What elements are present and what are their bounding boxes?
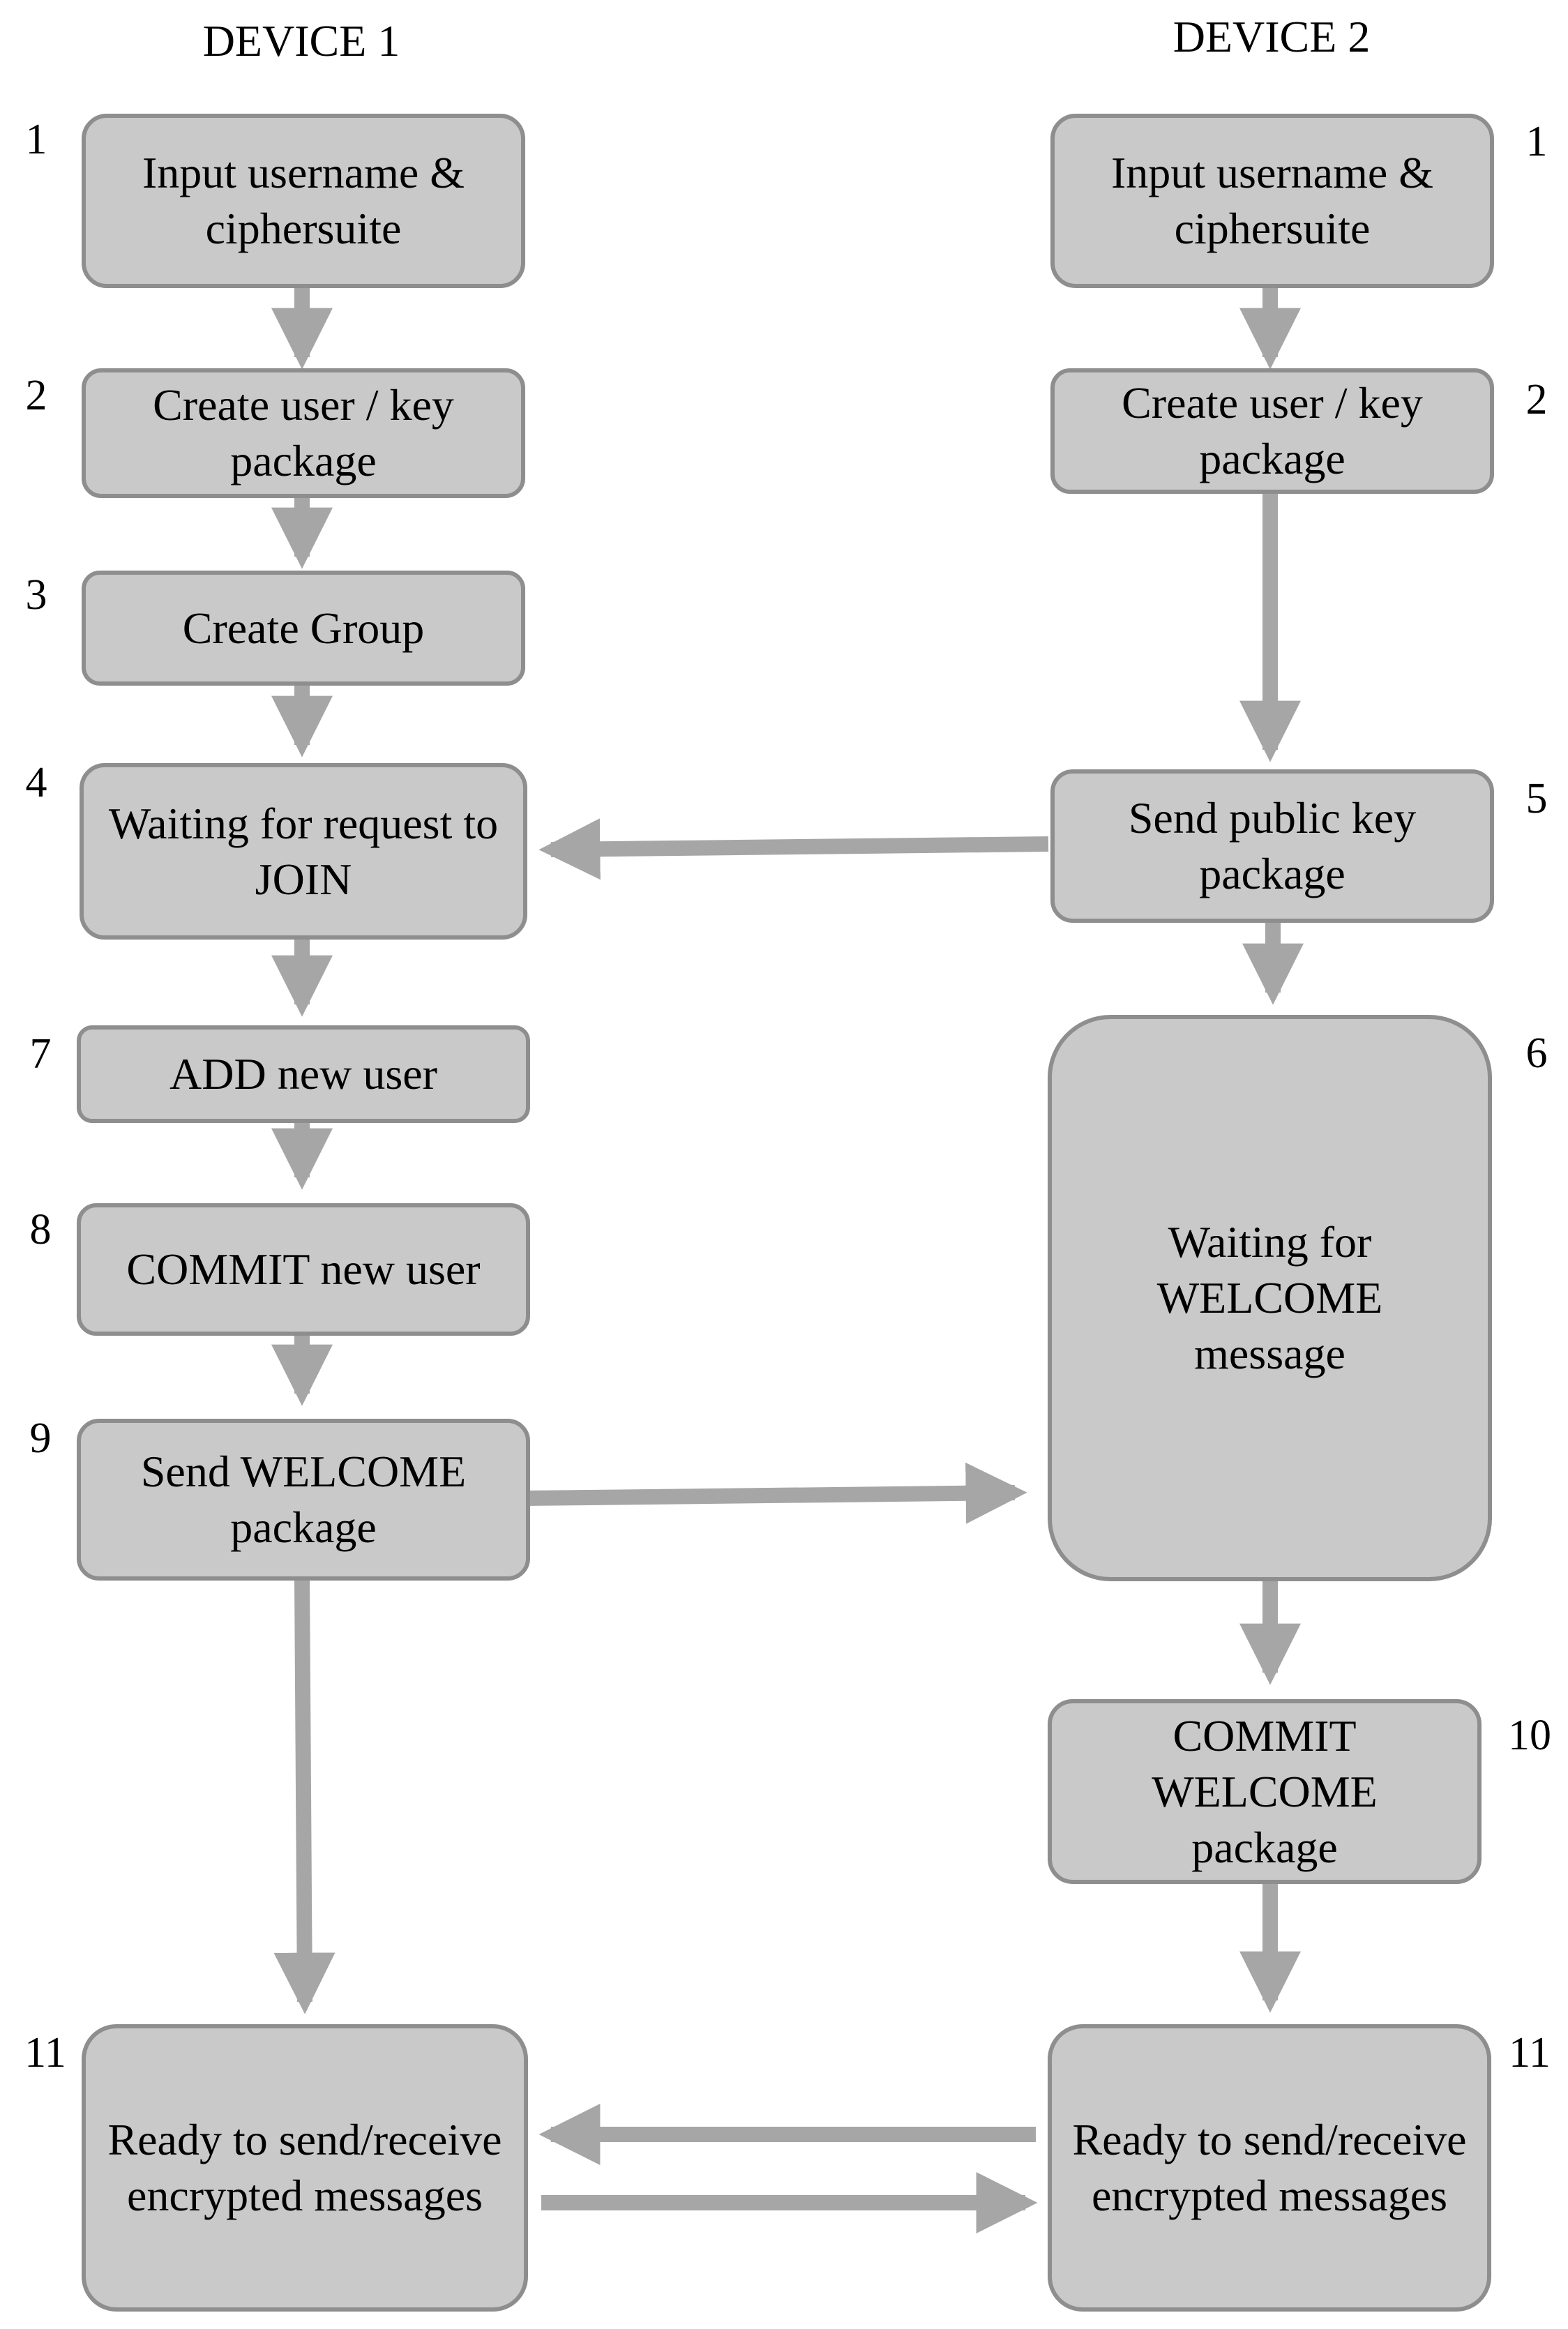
d1-waiting-join-box: Waiting for request to JOIN [80, 763, 527, 940]
d2-step-number: 6 [1525, 1030, 1548, 1077]
d2-create-user-box: Create user / key package [1050, 368, 1494, 494]
d1-step-number: 4 [25, 759, 47, 806]
d1-create-user-box: Create user / key package [82, 368, 525, 498]
d2-input-username-box: Input username & ciphersuite [1050, 114, 1494, 288]
d2-waiting-welcome-box: Waiting for WELCOME message [1048, 1015, 1492, 1581]
d2-send-public-key-box: Send public key package [1050, 769, 1494, 923]
d1-step-number: 9 [29, 1415, 52, 1462]
d1-send-welcome-label: Send WELCOME package [140, 1447, 467, 1552]
d1-step-number: 11 [24, 2029, 66, 2076]
device-2-title: DEVICE 2 [1173, 12, 1371, 61]
d1-create-user-label: Create user / key package [153, 380, 454, 485]
d2-step-number: 10 [1508, 1712, 1551, 1759]
d1-waiting-join-label: Waiting for request to JOIN [108, 798, 499, 904]
d2-commit-welcome-box: COMMIT WELCOME package [1048, 1699, 1482, 1884]
arrow-d1-9-to-11 [273, 1579, 336, 2014]
d1-send-welcome-box: Send WELCOME package [77, 1419, 530, 1581]
d2-send-public-key-label: Send public key package [1128, 793, 1417, 898]
d1-add-user-box: ADD new user [77, 1025, 530, 1123]
d2-input-username-label: Input username & ciphersuite [1110, 148, 1434, 253]
d1-input-username-box: Input username & ciphersuite [82, 114, 525, 288]
d1-ready-label: Ready to send/receive encrypted messages [107, 2115, 502, 2220]
d1-input-username-label: Input username & ciphersuite [142, 148, 465, 253]
d2-ready-box: Ready to send/receive encrypted messages [1048, 2024, 1491, 2312]
device-1-title: DEVICE 1 [202, 16, 400, 66]
d1-create-group-label: Create Group [182, 603, 425, 653]
d1-step-number: 8 [29, 1206, 52, 1253]
d2-step-number: 2 [1525, 376, 1548, 423]
d2-step-number: 1 [1525, 118, 1548, 165]
arrow-welcome-to-waiting [527, 1462, 1027, 1524]
d1-commit-user-label: COMMIT new user [126, 1244, 481, 1294]
d2-commit-welcome-label: COMMIT WELCOME package [1152, 1710, 1378, 1872]
d2-waiting-welcome-label: Waiting for WELCOME message [1156, 1217, 1383, 1378]
arrow-send-key-to-join [538, 818, 1049, 880]
d1-create-group-box: Create Group [82, 571, 525, 686]
d1-step-number: 1 [25, 116, 47, 163]
d2-create-user-label: Create user / key package [1122, 378, 1423, 483]
d1-step-number: 7 [29, 1030, 52, 1078]
d1-step-number: 2 [25, 372, 47, 419]
d2-step-number: 5 [1525, 775, 1548, 822]
d2-step-number: 11 [1509, 2029, 1551, 2076]
d1-ready-box: Ready to send/receive encrypted messages [82, 2024, 528, 2312]
d1-commit-user-box: COMMIT new user [77, 1203, 530, 1336]
d1-step-number: 3 [25, 571, 47, 619]
d1-add-user-label: ADD new user [169, 1049, 437, 1099]
d2-ready-label: Ready to send/receive encrypted messages [1072, 2115, 1467, 2220]
